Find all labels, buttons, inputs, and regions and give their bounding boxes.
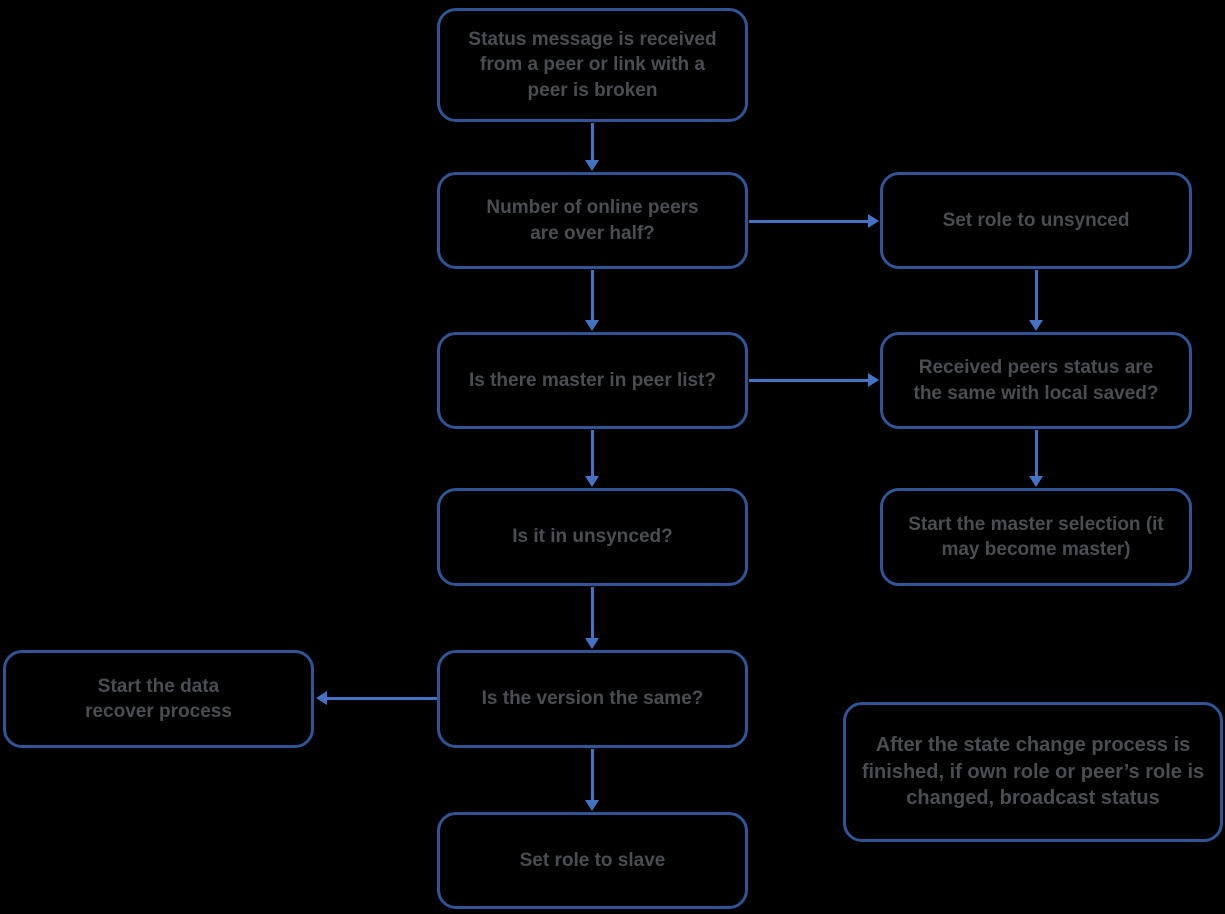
node-status-message: Status message is received from a peer o… <box>437 8 748 122</box>
arrow-version-same-to-data-recover-icon <box>316 691 437 705</box>
node-peers-status-same: Received peers status are the same with … <box>880 332 1192 429</box>
node-set-role-unsynced: Set role to unsynced <box>880 172 1192 269</box>
arrow-master-list-to-in-unsynced-icon <box>585 430 599 487</box>
arrow-in-unsynced-to-version-same-icon <box>585 587 599 649</box>
node-master-in-peer-list: Is there master in peer list? <box>437 332 748 429</box>
node-online-peers-over-half: Number of online peers are over half? <box>437 172 748 269</box>
node-master-selection-label: Start the master selection (it may becom… <box>908 513 1164 560</box>
node-set-role-unsynced-label: Set role to unsynced <box>942 209 1130 231</box>
arrow-status-to-online-peers-icon <box>585 123 599 171</box>
node-set-role-slave-label: Set role to slave <box>519 849 666 871</box>
node-broadcast-note-label: After the state change process is finish… <box>861 734 1205 810</box>
node-peers-status-same-label: Received peers status are the same with … <box>913 357 1159 404</box>
node-broadcast-note: After the state change process is finish… <box>843 702 1223 842</box>
node-master-in-peer-list-label: Is there master in peer list? <box>468 369 717 391</box>
node-data-recover: Start the data recover process <box>3 650 314 748</box>
node-is-in-unsynced-label: Is it in unsynced? <box>512 526 673 548</box>
node-is-in-unsynced: Is it in unsynced? <box>437 488 748 586</box>
node-data-recover-label: Start the data recover process <box>85 675 232 722</box>
arrow-version-same-to-set-slave-icon <box>585 749 599 811</box>
arrow-online-peers-to-set-unsynced-icon <box>749 214 879 228</box>
node-version-same-label: Is the version the same? <box>481 688 704 710</box>
arrow-online-peers-to-master-list-icon <box>585 270 599 331</box>
node-status-message-label: Status message is received from a peer o… <box>468 29 717 101</box>
arrow-set-unsynced-to-peers-status-icon <box>1029 270 1043 331</box>
node-set-role-slave: Set role to slave <box>437 812 748 909</box>
arrow-master-list-to-peers-status-icon <box>749 373 879 387</box>
arrow-peers-status-to-master-selection-icon <box>1029 430 1043 487</box>
node-master-selection: Start the master selection (it may becom… <box>880 488 1192 586</box>
node-version-same: Is the version the same? <box>437 650 748 748</box>
node-online-peers-over-half-label: Number of online peers are over half? <box>486 197 699 244</box>
